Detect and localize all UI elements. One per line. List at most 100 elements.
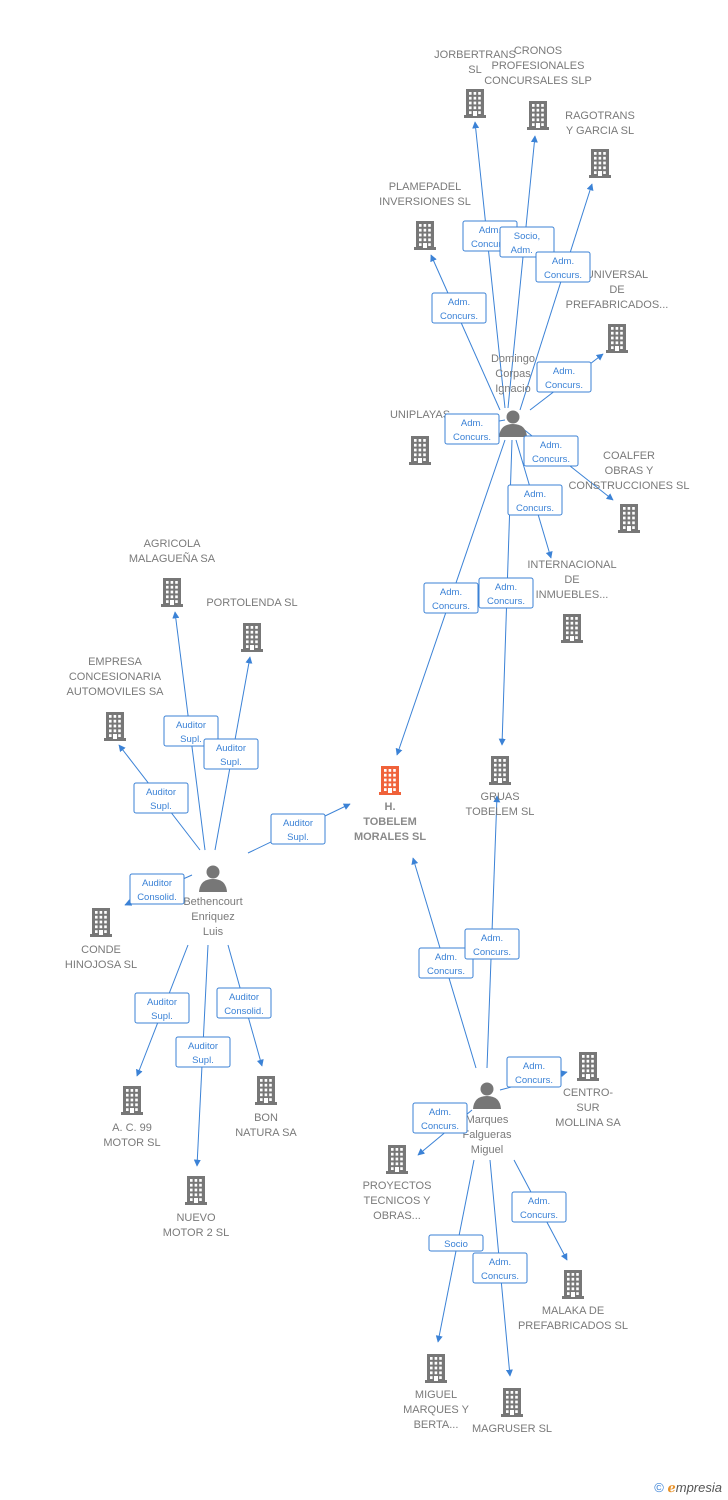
role-text: Supl. [150, 801, 172, 812]
role-label-marques-proyectos[interactable]: Adm.Concurs. [412, 1102, 468, 1134]
role-text: Auditor [142, 878, 172, 889]
company-label: HINOJOSA SL [65, 959, 137, 971]
company-label: UNIVERSAL [586, 269, 648, 281]
role-label-marques-tobelem[interactable]: Adm.Concurs. [418, 947, 474, 979]
role-label-marques-gruas[interactable]: Adm.Concurs. [464, 928, 520, 960]
role-label-domingo-tobelem[interactable]: Adm.Concurs. [423, 582, 479, 614]
role-text: Consolid. [137, 892, 177, 903]
brand-name: mpresia [675, 1480, 722, 1495]
role-label-domingo-gruas[interactable]: Adm.Concurs. [478, 577, 534, 609]
person-label: Marques [466, 1114, 509, 1126]
building-icon [386, 1145, 408, 1174]
role-text: Adm. [489, 1257, 511, 1268]
role-label-domingo-cronos[interactable]: Socio,Adm. ... [499, 226, 555, 258]
role-text: Concurs. [471, 239, 509, 250]
role-text: Socio, [514, 231, 540, 242]
company-node-nuevo[interactable]: NUEVO MOTOR 2 SL [163, 1176, 229, 1239]
building-icon [464, 89, 486, 118]
role-text: Concurs. [427, 966, 465, 977]
footer-brand: © ℯmpresia [654, 1480, 722, 1496]
company-label: RAGOTRANS [565, 110, 635, 122]
role-text: Adm. [440, 587, 462, 598]
role-text: Supl. [287, 832, 309, 843]
company-label: MALAGUEÑA SA [129, 552, 216, 565]
role-label-domingo-coalfer[interactable]: Adm.Concurs. [523, 435, 579, 467]
company-node-uniplayas[interactable]: UNIPLAYAS [390, 409, 450, 465]
person-label: Miguel [471, 1144, 503, 1156]
role-text: Socio [444, 1239, 468, 1250]
role-text: Supl. [180, 734, 202, 745]
role-text: Concurs. [473, 947, 511, 958]
company-label: INVERSIONES SL [379, 196, 471, 208]
role-text: Auditor [188, 1041, 218, 1052]
role-label-marques-magruser[interactable]: Adm.Concurs. [472, 1252, 528, 1284]
role-text: Adm. [448, 297, 470, 308]
role-label-domingo-internacional[interactable]: Adm.Concurs. [507, 484, 563, 516]
company-label: OBRAS Y [605, 465, 654, 477]
role-text: Adm. [479, 225, 501, 236]
company-label: MARQUES Y [403, 1404, 469, 1416]
building-icon [255, 1076, 277, 1105]
role-text: Adm. [495, 582, 517, 593]
role-label-domingo-universal[interactable]: Adm.Concurs. [536, 361, 592, 393]
company-label: BERTA... [414, 1419, 459, 1431]
building-icon [104, 712, 126, 741]
company-node-internacional[interactable]: INTERNACIONALDEINMUEBLES... [527, 559, 617, 643]
company-node-universal[interactable]: UNIVERSALDEPREFABRICADOS... [566, 269, 669, 353]
building-icon [501, 1388, 523, 1417]
company-label: INTERNACIONAL [527, 559, 616, 571]
company-label: MOLLINA SA [555, 1117, 621, 1129]
role-label-domingo-uniplayas[interactable]: Adm.Concurs. [444, 413, 500, 445]
company-label: CENTRO- [563, 1087, 613, 1099]
person-label: Corpas [495, 368, 531, 380]
role-text: Adm. [523, 1061, 545, 1072]
company-label: BON [254, 1112, 278, 1124]
company-label: NUEVO [176, 1212, 216, 1224]
role-label-domingo-plamepadel[interactable]: Adm.Concurs. [431, 292, 487, 324]
role-label-marques-centro[interactable]: Adm.Concurs. [506, 1056, 562, 1088]
focus-building-icon [379, 766, 401, 795]
role-text: Auditor [176, 720, 206, 731]
role-label-marques-malaka[interactable]: Adm.Concurs. [511, 1191, 567, 1223]
nodes-layer: JORBERTRANSSLCRONOSPROFESIONALESCONCURSA… [65, 45, 690, 1435]
person-label: Luis [203, 926, 224, 938]
company-label: MALAKA DE [542, 1305, 604, 1317]
role-label-marques-miguelm[interactable]: Socio [428, 1234, 484, 1252]
company-node-portolenda[interactable]: PORTOLENDA SL [206, 597, 298, 652]
building-icon [618, 504, 640, 533]
company-node-magruser[interactable]: MAGRUSER SL [472, 1388, 552, 1435]
edge-domingo-ragotrans [519, 183, 594, 411]
company-label: MOTOR 2 SL [163, 1227, 229, 1239]
company-label: GRUAS [480, 791, 519, 803]
role-label-domingo-ragotrans[interactable]: Adm.Concurs. [535, 251, 591, 283]
building-icon [527, 101, 549, 130]
building-icon [606, 324, 628, 353]
